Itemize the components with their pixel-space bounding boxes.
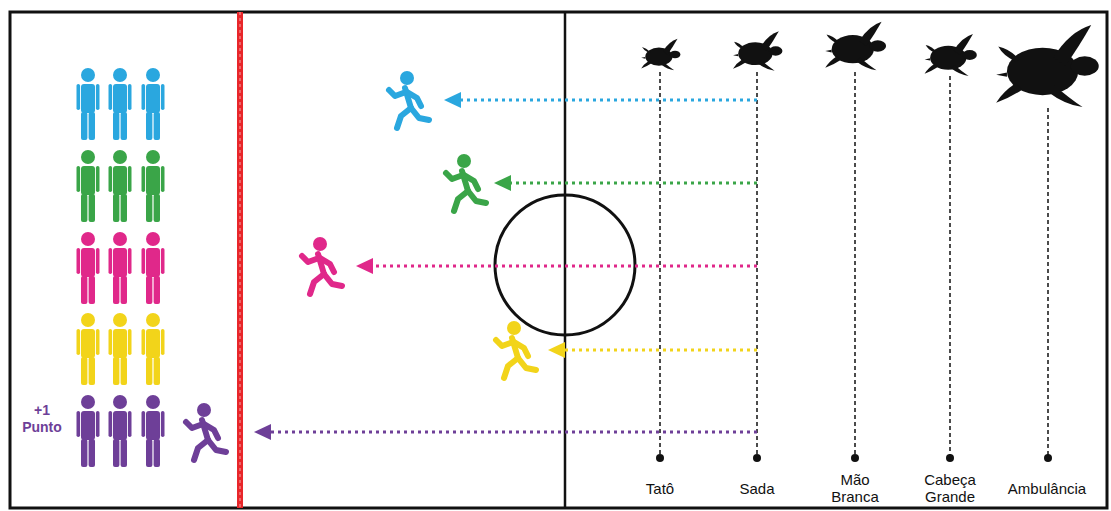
- goal-line-dash: [240, 12, 241, 508]
- magenta-team: [77, 232, 165, 304]
- arrow-head: [254, 424, 271, 440]
- lane-line: [1047, 108, 1049, 458]
- score-note: +1 Punto: [14, 402, 70, 436]
- player-icon: [77, 68, 100, 140]
- field-border: [10, 12, 1107, 508]
- player-icon: [142, 150, 165, 222]
- run-arrow: [508, 182, 757, 185]
- run-arrows: [268, 100, 757, 432]
- center-line: [564, 12, 567, 508]
- blue-team: [77, 68, 165, 140]
- player-icon: [142, 68, 165, 140]
- player-icon: [142, 395, 165, 467]
- player-icon: [109, 395, 132, 467]
- lane-dots: [656, 454, 1052, 462]
- turtle-icon: [825, 22, 886, 71]
- player-icon: [77, 232, 100, 304]
- turtle-name: Mão Branca: [819, 471, 891, 505]
- lane-line: [659, 72, 661, 458]
- lane-dot: [946, 454, 954, 462]
- lane-dot: [656, 454, 664, 462]
- player-icon: [142, 232, 165, 304]
- turtle-name: Tatô: [625, 480, 695, 497]
- arrow-head: [356, 258, 373, 274]
- arrow-head: [494, 175, 511, 191]
- yellow-team: [77, 313, 165, 385]
- green-team: [77, 150, 165, 222]
- lane-dot: [1044, 454, 1052, 462]
- player-icon: [109, 150, 132, 222]
- player-icon: [109, 232, 132, 304]
- runner-icon: [186, 403, 226, 460]
- runner-icon: [389, 71, 429, 128]
- player-icon: [77, 395, 100, 467]
- run-arrow: [370, 265, 757, 268]
- arrow-head: [548, 342, 565, 358]
- runner-icon: [302, 237, 342, 294]
- player-icon: [142, 313, 165, 385]
- turtle-name: Cabeça Grande: [910, 471, 990, 505]
- lane-dot: [753, 454, 761, 462]
- turtle-icon: [996, 25, 1099, 107]
- player-icon: [109, 68, 132, 140]
- player-icon: [77, 313, 100, 385]
- arrow-heads: [254, 92, 565, 440]
- lane-dot: [851, 454, 859, 462]
- run-arrow: [562, 349, 757, 352]
- player-icon: [109, 313, 132, 385]
- goal-line: [237, 12, 243, 508]
- run-arrow: [268, 431, 757, 434]
- arrow-head: [444, 92, 461, 108]
- turtles: [641, 22, 1099, 107]
- runner-icon: [496, 321, 536, 378]
- turtle-name: Ambulância: [997, 480, 1097, 497]
- turtle-name: Sada: [722, 480, 792, 497]
- lane-line: [854, 72, 856, 458]
- turtle-icon: [641, 39, 680, 70]
- turtle-icon: [733, 31, 782, 71]
- turtle-lanes: [660, 72, 1048, 458]
- turtle-icon: [925, 34, 977, 76]
- runner-icon: [446, 154, 486, 211]
- lane-line: [949, 76, 951, 458]
- purple-team: [77, 395, 165, 467]
- run-arrow: [458, 99, 757, 102]
- player-icon: [77, 150, 100, 222]
